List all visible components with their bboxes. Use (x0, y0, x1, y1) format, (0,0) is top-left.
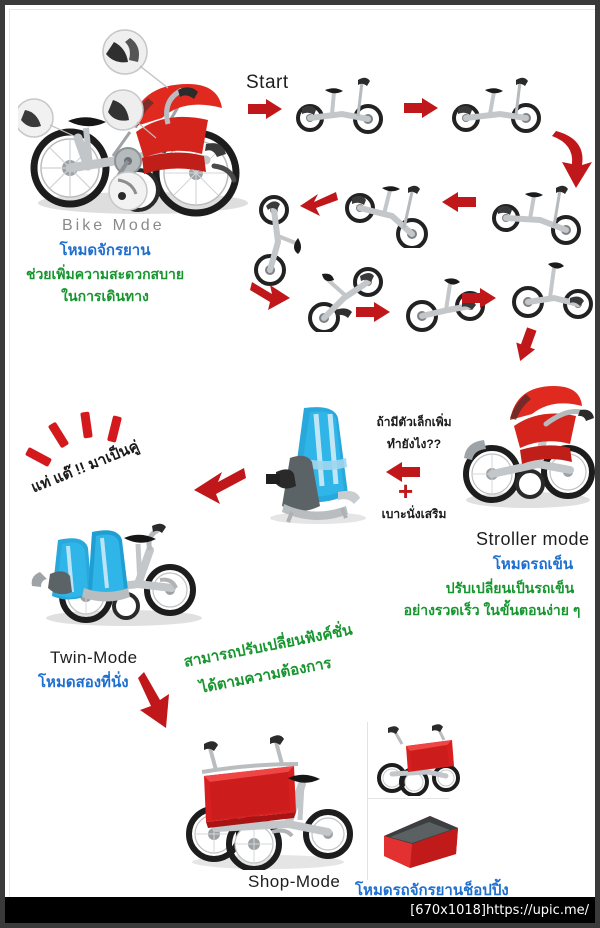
shop-bike-illustration (186, 735, 353, 870)
twin-mode-title-en: Twin-Mode (50, 648, 138, 667)
footer-bar: [670x1018]https://upic.me/ (5, 897, 595, 923)
sequence-arrow-1 (404, 98, 438, 118)
bike-mode-desc-line1: ช่วยเพิ่มความสะดวกสบาย (25, 266, 185, 282)
bike-mode-title-th: โหมดจักรยาน (59, 242, 151, 259)
sequence-arrow-3 (300, 192, 338, 216)
seat-note-line1: ถ้ามีตัวเล็กเพิ่ม (376, 415, 452, 429)
seat-insert-illustration (266, 407, 366, 524)
plus-symbol: + (398, 476, 414, 506)
seat-note-line2: ทำยังไง?? (386, 437, 442, 451)
sequence-arrow-2 (442, 192, 476, 212)
twin-mode-title-th: โหมดสองที่นั่ง (38, 674, 129, 691)
shop-mode-title-th: โหมดรถจักรยานช็อปปิ้ง (355, 882, 509, 899)
sequence-arrow-start (248, 99, 282, 119)
basket-thumbnail (384, 816, 458, 868)
sequence-arrow-4 (250, 282, 290, 310)
bike-mode-desc-line2: ในการเดินทาง (61, 288, 149, 304)
thumbnail-divider-mid (367, 798, 449, 799)
twin-transform-arrow (194, 468, 246, 504)
stroller-mode-desc-line2: อย่างรวดเร็ว ในขั้นตอนง่าย ๆ (403, 602, 581, 618)
stroller-mode-title-th: โหมดรถเข็น (492, 556, 574, 573)
fold-stage-4 (345, 185, 428, 248)
sequence-arrow-curve (552, 131, 592, 188)
poster-canvas: Bike Mode โหมดจักรยาน ช่วยเพิ่มความสะดวก… (9, 9, 595, 901)
fold-stage-3 (492, 185, 581, 245)
stroller-mode-desc-line1: ปรับเปลี่ยนเป็นรถเข็น (445, 580, 575, 596)
shop-bike-thumbnail (377, 724, 460, 796)
thumbnail-divider-left (367, 722, 368, 880)
seat-note-arrow (386, 462, 420, 482)
fold-stage-5 (254, 195, 301, 286)
sequence-arrow-6 (462, 288, 496, 308)
seat-note-caption: เบาะนั่งเสริม (381, 507, 447, 521)
bike-mode-illustration (18, 29, 248, 217)
fold-stage-8 (512, 262, 593, 319)
footer-text: [670x1018]https://upic.me/ (410, 902, 589, 918)
sequence-arrow-5 (356, 302, 390, 322)
shop-mode-arrow (138, 672, 169, 728)
sequence-arrow-7 (510, 326, 541, 365)
fold-stage-2 (452, 77, 541, 133)
stroller-mode-title-en: Stroller mode (476, 529, 590, 549)
start-label: Start (246, 72, 289, 93)
stroller-illustration (463, 386, 595, 508)
shop-mode-title-en: Shop-Mode (248, 872, 341, 891)
fold-stage-1 (296, 77, 383, 134)
bike-mode-title-en: Bike Mode (62, 217, 165, 234)
fold-stage-6 (308, 267, 383, 332)
twin-bike-illustration (31, 523, 202, 626)
